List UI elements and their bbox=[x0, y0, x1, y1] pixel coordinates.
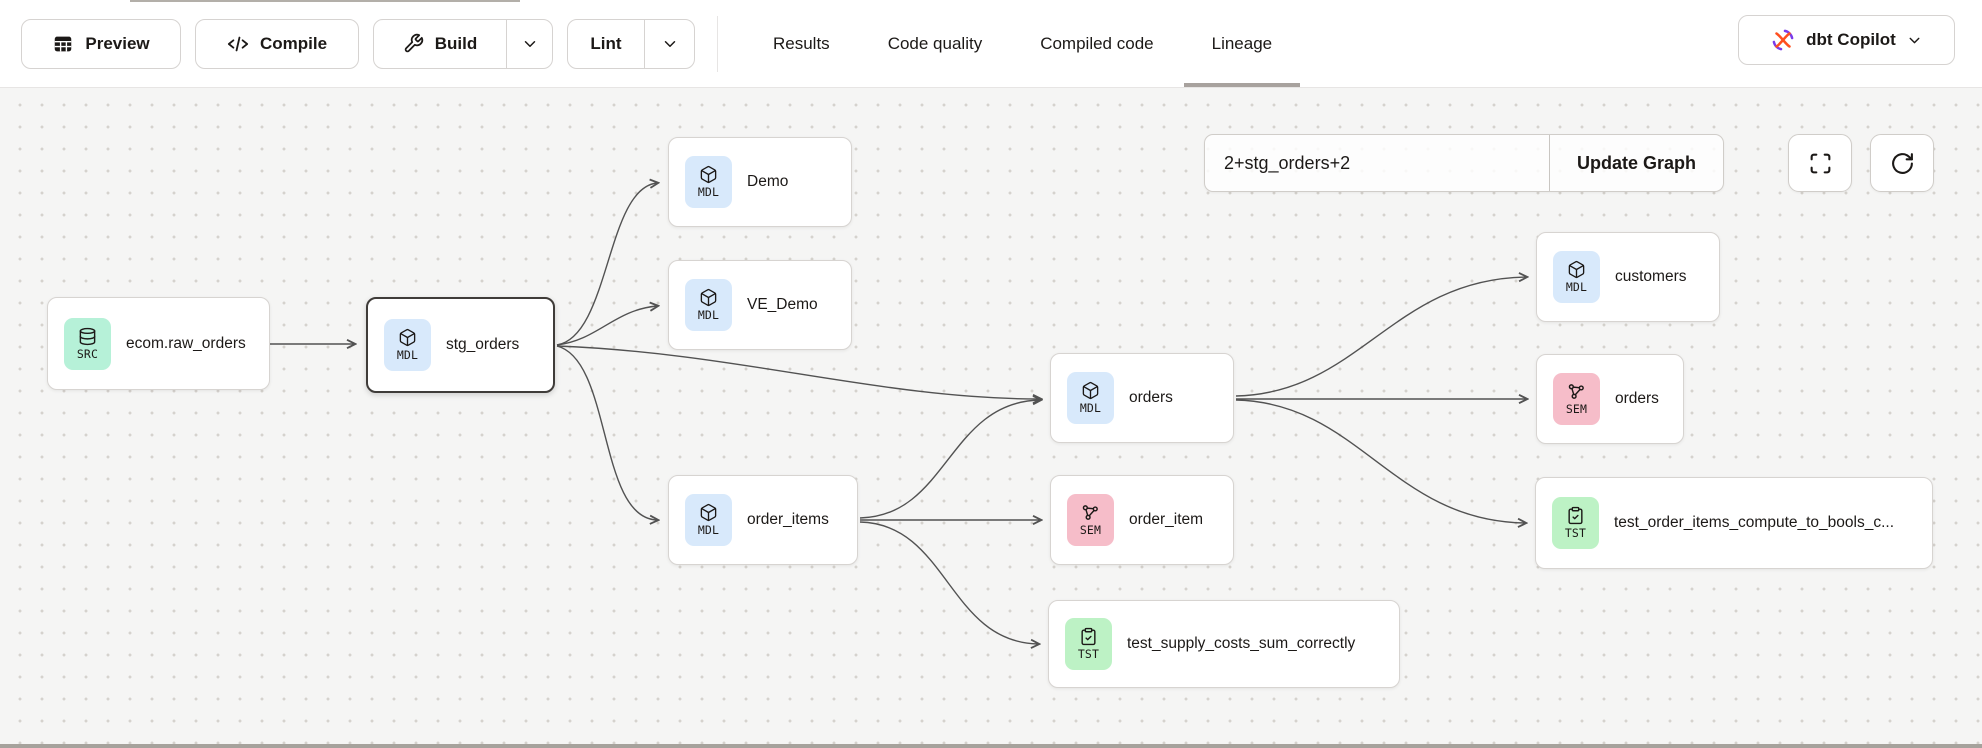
chevron-down-icon bbox=[1909, 37, 1920, 43]
dbt-copilot-button[interactable]: dbt Copilot bbox=[1738, 15, 1955, 65]
clipboard-check-icon bbox=[1568, 506, 1583, 525]
lineage-edges bbox=[270, 88, 1982, 748]
model-badge: MDL bbox=[1553, 251, 1600, 303]
clipboard-check-icon bbox=[1081, 627, 1096, 646]
build-label: Build bbox=[434, 33, 478, 53]
model-badge: MDL bbox=[685, 156, 732, 208]
bottom-panel-edge bbox=[0, 744, 1982, 748]
preview-label: Preview bbox=[85, 33, 150, 53]
table-icon bbox=[55, 36, 72, 51]
database-icon bbox=[79, 327, 96, 345]
chevron-down-icon bbox=[664, 40, 675, 47]
lineage-canvas[interactable]: SRC ecom.raw_orders MDL stg_orders MDL D… bbox=[0, 88, 1982, 748]
node-orders-model[interactable]: MDL orders bbox=[1050, 353, 1234, 443]
cube-icon bbox=[399, 328, 416, 347]
preview-button[interactable]: Preview bbox=[21, 18, 181, 69]
node-stg-orders[interactable]: MDL stg_orders bbox=[366, 297, 555, 393]
model-badge: MDL bbox=[685, 494, 732, 546]
cube-icon bbox=[700, 165, 717, 184]
refresh-button[interactable] bbox=[1870, 134, 1934, 192]
semantic-graph-icon bbox=[1568, 384, 1584, 399]
model-badge: MDL bbox=[685, 279, 732, 331]
compile-button[interactable]: Compile bbox=[195, 18, 359, 69]
fullscreen-button[interactable] bbox=[1788, 134, 1852, 192]
build-button-group: Build bbox=[373, 18, 553, 69]
semantic-badge: SEM bbox=[1553, 373, 1600, 425]
build-button[interactable]: Build bbox=[374, 20, 506, 68]
cube-icon bbox=[1082, 381, 1099, 400]
build-dropdown-button[interactable] bbox=[506, 19, 552, 68]
node-ve-demo[interactable]: MDL VE_Demo bbox=[668, 260, 852, 350]
toolbar: Preview Compile Build Lint Results Code … bbox=[0, 0, 1982, 88]
compile-label: Compile bbox=[259, 33, 328, 53]
lint-button[interactable]: Lint bbox=[568, 20, 644, 68]
toolbar-divider bbox=[717, 16, 718, 72]
source-badge: SRC bbox=[64, 317, 111, 370]
cube-icon bbox=[700, 503, 717, 522]
code-icon bbox=[227, 36, 249, 51]
node-ecom-raw-orders[interactable]: SRC ecom.raw_orders bbox=[47, 297, 270, 390]
node-order-item[interactable]: SEM order_item bbox=[1050, 475, 1234, 565]
lint-label: Lint bbox=[590, 33, 622, 53]
tab-compiled-code[interactable]: Compiled code bbox=[1040, 33, 1154, 53]
model-badge: MDL bbox=[1067, 372, 1114, 424]
update-graph-button[interactable]: Update Graph bbox=[1549, 135, 1723, 191]
node-order-items[interactable]: MDL order_items bbox=[668, 475, 858, 565]
node-demo[interactable]: MDL Demo bbox=[668, 137, 852, 227]
copilot-label: dbt Copilot bbox=[1806, 30, 1896, 49]
node-orders-semantic[interactable]: SEM orders bbox=[1536, 354, 1684, 444]
refresh-icon bbox=[1891, 152, 1913, 174]
tab-lineage[interactable]: Lineage bbox=[1183, 0, 1301, 87]
result-tabs: Results Code quality Compiled code Linea… bbox=[745, 0, 1300, 87]
lint-button-group: Lint bbox=[567, 18, 695, 69]
selector-group: Update Graph bbox=[1204, 134, 1725, 192]
lint-dropdown-button[interactable] bbox=[644, 19, 694, 68]
cube-icon bbox=[1568, 260, 1585, 279]
wrench-icon bbox=[404, 33, 423, 53]
node-test-order-items[interactable]: TST test_order_items_compute_to_bools_c.… bbox=[1535, 477, 1933, 569]
cube-icon bbox=[700, 288, 717, 307]
tab-code-quality[interactable]: Code quality bbox=[887, 33, 983, 53]
chevron-down-icon bbox=[524, 40, 535, 47]
tab-results[interactable]: Results bbox=[773, 33, 830, 53]
semantic-graph-icon bbox=[1082, 505, 1098, 520]
test-badge: TST bbox=[1065, 618, 1112, 670]
test-badge: TST bbox=[1552, 497, 1599, 549]
fullscreen-icon bbox=[1810, 153, 1830, 173]
node-test-supply-costs[interactable]: TST test_supply_costs_sum_correctly bbox=[1048, 600, 1400, 688]
top-edge-divider bbox=[130, 0, 520, 2]
selector-input[interactable] bbox=[1205, 135, 1549, 191]
semantic-badge: SEM bbox=[1067, 494, 1114, 546]
node-customers[interactable]: MDL customers bbox=[1536, 232, 1720, 322]
dbt-logo-icon bbox=[1772, 29, 1794, 51]
model-badge: MDL bbox=[384, 319, 431, 371]
